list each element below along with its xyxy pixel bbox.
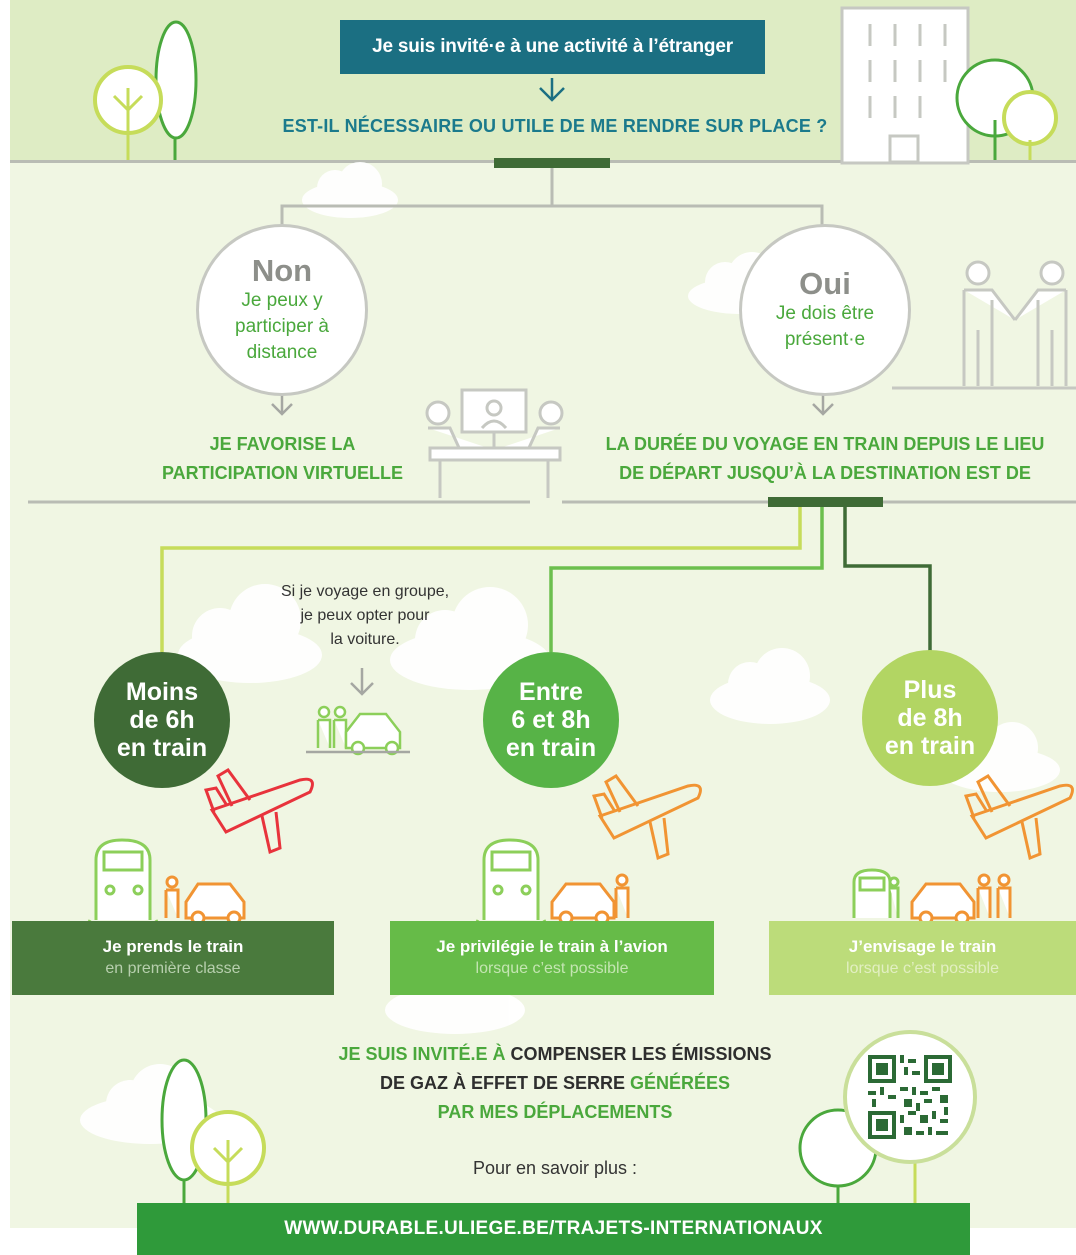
heading-line: JE SUIS INVITÉ.E À COMPENSER LES ÉMISSIO… xyxy=(280,1040,830,1069)
connector-under-6h xyxy=(160,507,802,652)
handshake-icon xyxy=(892,260,1076,390)
virtual-participation-heading: JE FAVORISE LA PARTICIPATION VIRTUELLE xyxy=(140,430,425,488)
card-title: Je prends le train xyxy=(102,937,244,956)
compensation-heading: JE SUIS INVITÉ.E À COMPENSER LES ÉMISSIO… xyxy=(280,1040,830,1127)
heading-fragment: DE GAZ À EFFET DE SERRE xyxy=(379,1073,630,1093)
answer-yes-circle: Oui Je dois être présent·e xyxy=(739,224,911,396)
card-title: J’envisage le train xyxy=(848,937,997,956)
tree-icons-top-left xyxy=(93,20,198,160)
duration-line: en train xyxy=(884,732,976,760)
plane-icon-orange xyxy=(591,774,702,861)
answer-yes-detail-line: présent·e xyxy=(784,329,866,350)
duration-line: 6 et 8h xyxy=(511,706,591,734)
duration-line: de 6h xyxy=(129,706,195,734)
heading-line: JE FAVORISE LA xyxy=(209,434,356,454)
cloud-icon xyxy=(302,162,398,218)
answer-no-detail-line: participer à xyxy=(235,316,329,337)
heading-fragment: JE SUIS INVITÉ.E À xyxy=(338,1044,511,1064)
junction-bar xyxy=(768,497,883,507)
train-icon xyxy=(852,868,900,918)
duration-circle-6-to-8h: Entre 6 et 8h en train xyxy=(483,652,619,788)
page-title: Je suis invité·e à une activité à l’étra… xyxy=(340,20,765,74)
plane-icon-red xyxy=(203,768,314,855)
info-url-link[interactable]: WWW.DURABLE.ULIEGE.BE/TRAJETS-INTERNATIO… xyxy=(137,1203,970,1255)
train-icon xyxy=(80,838,166,937)
recommendation-card-first-class: Je prends le train en première classe xyxy=(12,921,334,995)
connector-over-8h xyxy=(843,507,932,652)
cloud-icon xyxy=(178,584,322,683)
duration-line: Plus xyxy=(903,676,957,704)
heading-fragment: PAR MES DÉPLACEMENTS xyxy=(437,1102,673,1122)
heading-line: PAR MES DÉPLACEMENTS xyxy=(280,1098,830,1127)
main-question: EST-IL NÉCESSAIRE OU UTILE DE ME RENDRE … xyxy=(282,116,828,136)
duration-line: de 8h xyxy=(897,704,963,732)
qr-code-icon[interactable] xyxy=(868,1055,952,1139)
qr-code-frame xyxy=(843,1030,977,1164)
heading-fragment: GÉNÉRÉES xyxy=(630,1073,731,1093)
tree-icons-top-right xyxy=(955,58,1058,160)
heading-line: DE DÉPART JUSQU’À LA DESTINATION EST DE xyxy=(619,463,1031,483)
car-group-icon xyxy=(910,873,1012,926)
junction-bar xyxy=(494,158,610,168)
heading-fragment: COMPENSER LES ÉMISSIONS xyxy=(510,1044,772,1064)
car-group-icon xyxy=(550,873,630,926)
heading-line: DE GAZ À EFFET DE SERRE GÉNÉRÉES xyxy=(280,1069,830,1098)
answer-yes-label: Oui xyxy=(799,266,851,301)
card-subtitle: lorsque c’est possible xyxy=(846,960,999,977)
split-connector xyxy=(280,168,824,230)
arrow-down-icon xyxy=(350,668,374,696)
video-meeting-icon xyxy=(425,388,564,498)
card-subtitle: en première classe xyxy=(105,960,241,977)
train-icon xyxy=(468,838,554,937)
recommendation-card-prefer-train: Je privilégie le train à l’avion lorsque… xyxy=(390,921,714,995)
note-line: la voiture. xyxy=(330,631,400,648)
recommendation-card-consider-train: J’envisage le train lorsque c’est possib… xyxy=(769,921,1076,995)
answer-no-detail-line: Je peux y xyxy=(241,290,323,311)
car-group-icon xyxy=(306,705,410,756)
connector-6-8h xyxy=(549,507,824,652)
duration-line: Moins xyxy=(125,678,199,706)
plane-icon-orange xyxy=(963,774,1074,861)
card-subtitle: lorsque c’est possible xyxy=(475,960,629,977)
note-line: Si je voyage en groupe, xyxy=(280,583,450,600)
heading-line: LA DURÉE DU VOYAGE EN TRAIN DEPUIS LE LI… xyxy=(605,434,1045,454)
answer-no-label: Non xyxy=(251,253,313,288)
duration-line: en train xyxy=(505,734,597,762)
answer-no-circle: Non Je peux y participer à distance xyxy=(196,224,368,396)
building-icon xyxy=(840,6,970,165)
note-line: je peux opter pour xyxy=(300,607,430,624)
answer-no-detail-line: distance xyxy=(246,342,318,363)
heading-line: PARTICIPATION VIRTUELLE xyxy=(162,463,403,483)
arrow-down-icon xyxy=(539,78,565,102)
cloud-icon xyxy=(710,648,830,724)
tree-icons-bottom-left xyxy=(160,1058,266,1225)
answer-yes-detail-line: Je dois être xyxy=(775,303,875,324)
group-travel-note: Si je voyage en groupe, je peux opter po… xyxy=(245,580,485,652)
duration-line: en train xyxy=(116,734,208,762)
train-duration-heading: LA DURÉE DU VOYAGE EN TRAIN DEPUIS LE LI… xyxy=(585,430,1065,488)
duration-circle-under-6h: Moins de 6h en train xyxy=(94,652,230,788)
car-group-icon xyxy=(164,875,246,926)
card-title: Je privilégie le train à l’avion xyxy=(436,937,668,956)
duration-line: Entre xyxy=(519,678,583,706)
duration-circle-over-8h: Plus de 8h en train xyxy=(862,650,998,786)
more-info-label: Pour en savoir plus : xyxy=(472,1158,638,1178)
